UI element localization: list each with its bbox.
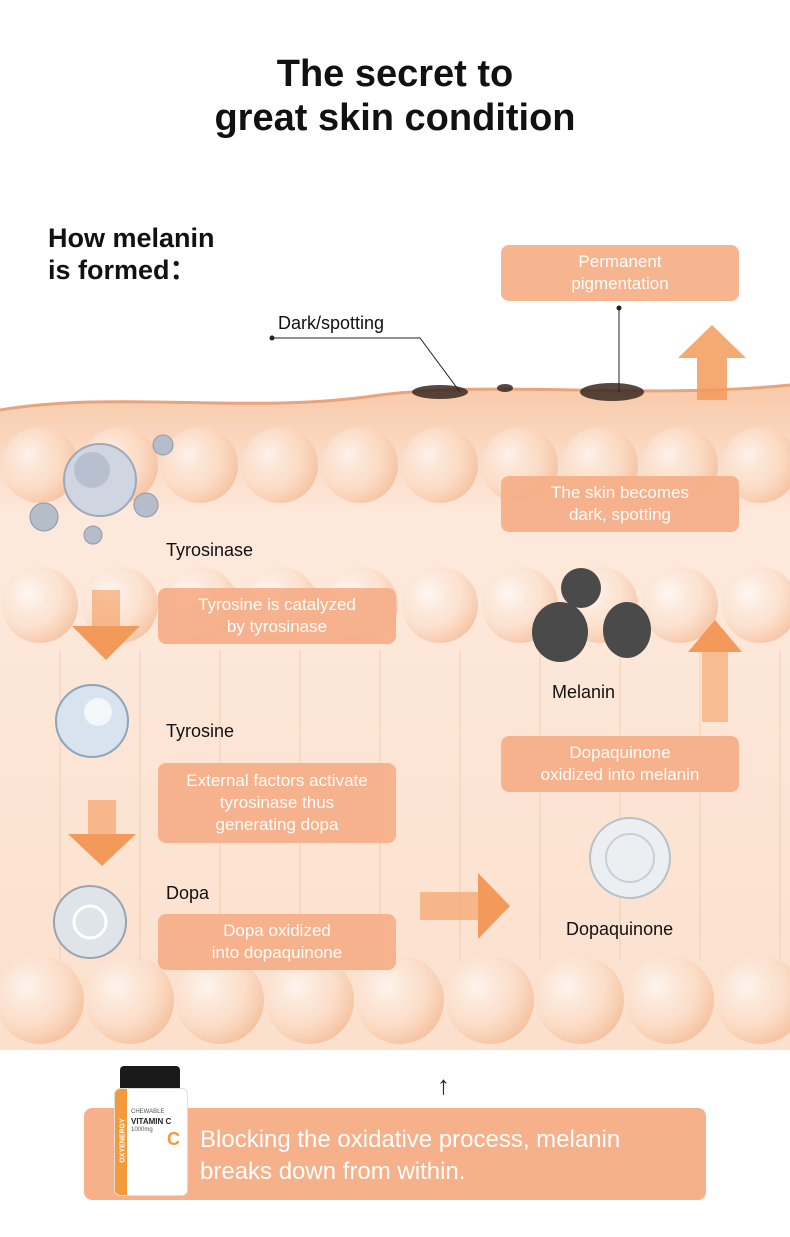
dopa-molecule [53, 885, 127, 959]
melanin-label: Melanin [552, 682, 616, 702]
bottle-stripe [115, 1089, 127, 1195]
skin-becomes-dark-box: The skin becomes dark, spotting [501, 476, 739, 532]
product-brand: OXYENERGY [119, 1118, 127, 1163]
dark-spotting-label: Dark/spotting [278, 313, 385, 333]
upward-arrow-top [678, 325, 746, 400]
tyrosine-label: Tyrosine [166, 721, 235, 741]
external-factors-box: External factors activate tyrosinase thu… [158, 763, 396, 843]
bottle-body: OXYENERGY CHEWABLE VITAMIN C 1000mg C [114, 1088, 188, 1196]
bottom-banner-text: Blocking the oxidative process, melanin … [200, 1126, 621, 1185]
tyrosinase-molecule [29, 434, 174, 545]
dopaquinone-oxidized-box: Dopaquinone oxidized into melanin [501, 736, 739, 792]
bottle-cap [120, 1066, 180, 1090]
permanent-pigmentation-box: Permanent pigmentation [501, 245, 739, 301]
dopaquinone-label: Dopaquinone [566, 919, 674, 939]
melanin-blobs [532, 568, 651, 662]
tyrosine-catalyzed-box: Tyrosine is catalyzed by tyrosinase [158, 588, 396, 644]
right-arrow [420, 873, 510, 939]
down-arrow-2 [68, 800, 136, 866]
tyrosinase-label: Tyrosinase [166, 540, 254, 560]
dopa-oxidized-box: Dopa oxidized into dopaquinone [158, 914, 396, 970]
dopa-label: Dopa [166, 883, 210, 903]
dopaquinone-molecule [589, 817, 671, 899]
page-title: The secret to great skin condition [214, 53, 576, 139]
product-bottle: OXYENERGY CHEWABLE VITAMIN C 1000mg C [112, 1066, 188, 1196]
tyrosine-molecule [55, 684, 129, 758]
product-line1: CHEWABLE [131, 1109, 165, 1115]
product-line3: 1000mg [131, 1127, 153, 1133]
product-line2: VITAMIN C [131, 1117, 172, 1126]
dark-spots [412, 383, 644, 401]
product-letter: C [167, 1129, 180, 1149]
down-arrow-1 [72, 590, 140, 660]
up-arrow-icon: ↑ [437, 1070, 450, 1100]
dark-spotting-leader [272, 337, 461, 393]
section-subtitle: How melanin is formed： [48, 223, 215, 285]
up-arrow-right [688, 620, 742, 722]
